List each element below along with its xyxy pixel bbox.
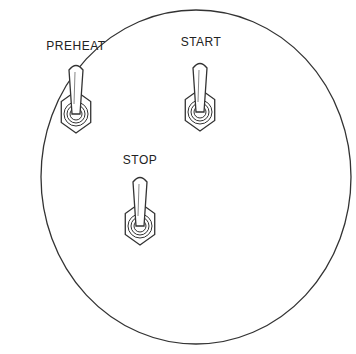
switch-label: START (181, 35, 222, 49)
panel-outline (41, 10, 351, 344)
toggle-switch (185, 64, 214, 132)
toggle-switch (61, 66, 90, 134)
toggle-lever (69, 66, 83, 115)
switch-label: PREHEAT (46, 39, 105, 53)
toggle-switch (125, 178, 154, 246)
toggle-lever (133, 178, 147, 227)
toggle-lever (193, 64, 207, 113)
lever-highlight (138, 184, 139, 216)
switch-label: STOP (123, 153, 157, 167)
lever-highlight (198, 70, 199, 102)
lever-highlight (74, 72, 75, 104)
